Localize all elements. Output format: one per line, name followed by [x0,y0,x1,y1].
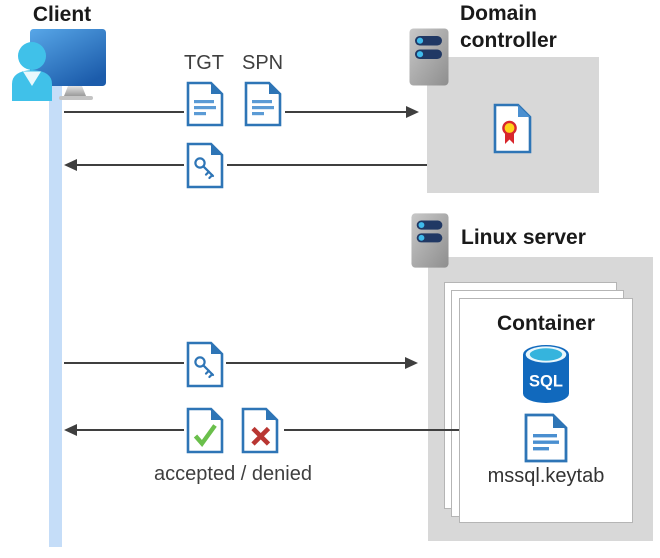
arrowhead-left-icon [64,159,77,171]
container-panel: Container SQL mssql.keytab [459,298,633,523]
arrowhead-right-icon [405,357,418,369]
ticket-key-document-icon [186,142,224,189]
arrow-line [76,429,184,431]
keytab-label: mssql.keytab [487,465,605,487]
sql-database-icon: SQL [523,345,569,403]
checkmark-icon [193,424,217,448]
arrowhead-right-icon [406,106,419,118]
certificate-icon [493,103,532,154]
arrow-line [285,111,406,113]
key-icon [194,356,215,379]
arrowhead-left-icon [64,424,77,436]
container-label: Container [496,312,595,335]
key-icon [194,157,215,180]
domain-controller-server-icon [409,28,449,86]
domain-controller-label: Domain controller [460,2,557,52]
x-icon [251,426,271,446]
monitor-icon [30,29,106,86]
ticket-key-document-icon [186,341,224,388]
monitor-stand [64,86,86,96]
keytab-file-icon [524,413,568,463]
monitor-base [59,96,93,100]
client-label: Client [32,3,92,26]
sql-label: SQL [529,373,563,391]
accepted-document-icon [186,407,224,454]
spn-label: SPN [242,52,284,74]
result-label: accepted / denied [154,463,312,485]
client-lifeline [49,68,62,547]
arrow-line [64,362,184,364]
spn-document-icon [244,81,282,127]
linux-server-icon [411,213,449,268]
linux-server-label: Linux server [461,226,586,249]
arrow-line [284,429,459,431]
arrow-line [64,111,184,113]
ribbon-tails [505,133,514,144]
arrow-line [76,164,184,166]
user-icon [12,42,52,101]
arrow-line [227,164,427,166]
tgt-label: TGT [184,52,224,74]
client-computer-icon [12,29,106,101]
arrow-line [226,362,405,364]
denied-document-icon [241,407,279,454]
tgt-document-icon [186,81,224,127]
